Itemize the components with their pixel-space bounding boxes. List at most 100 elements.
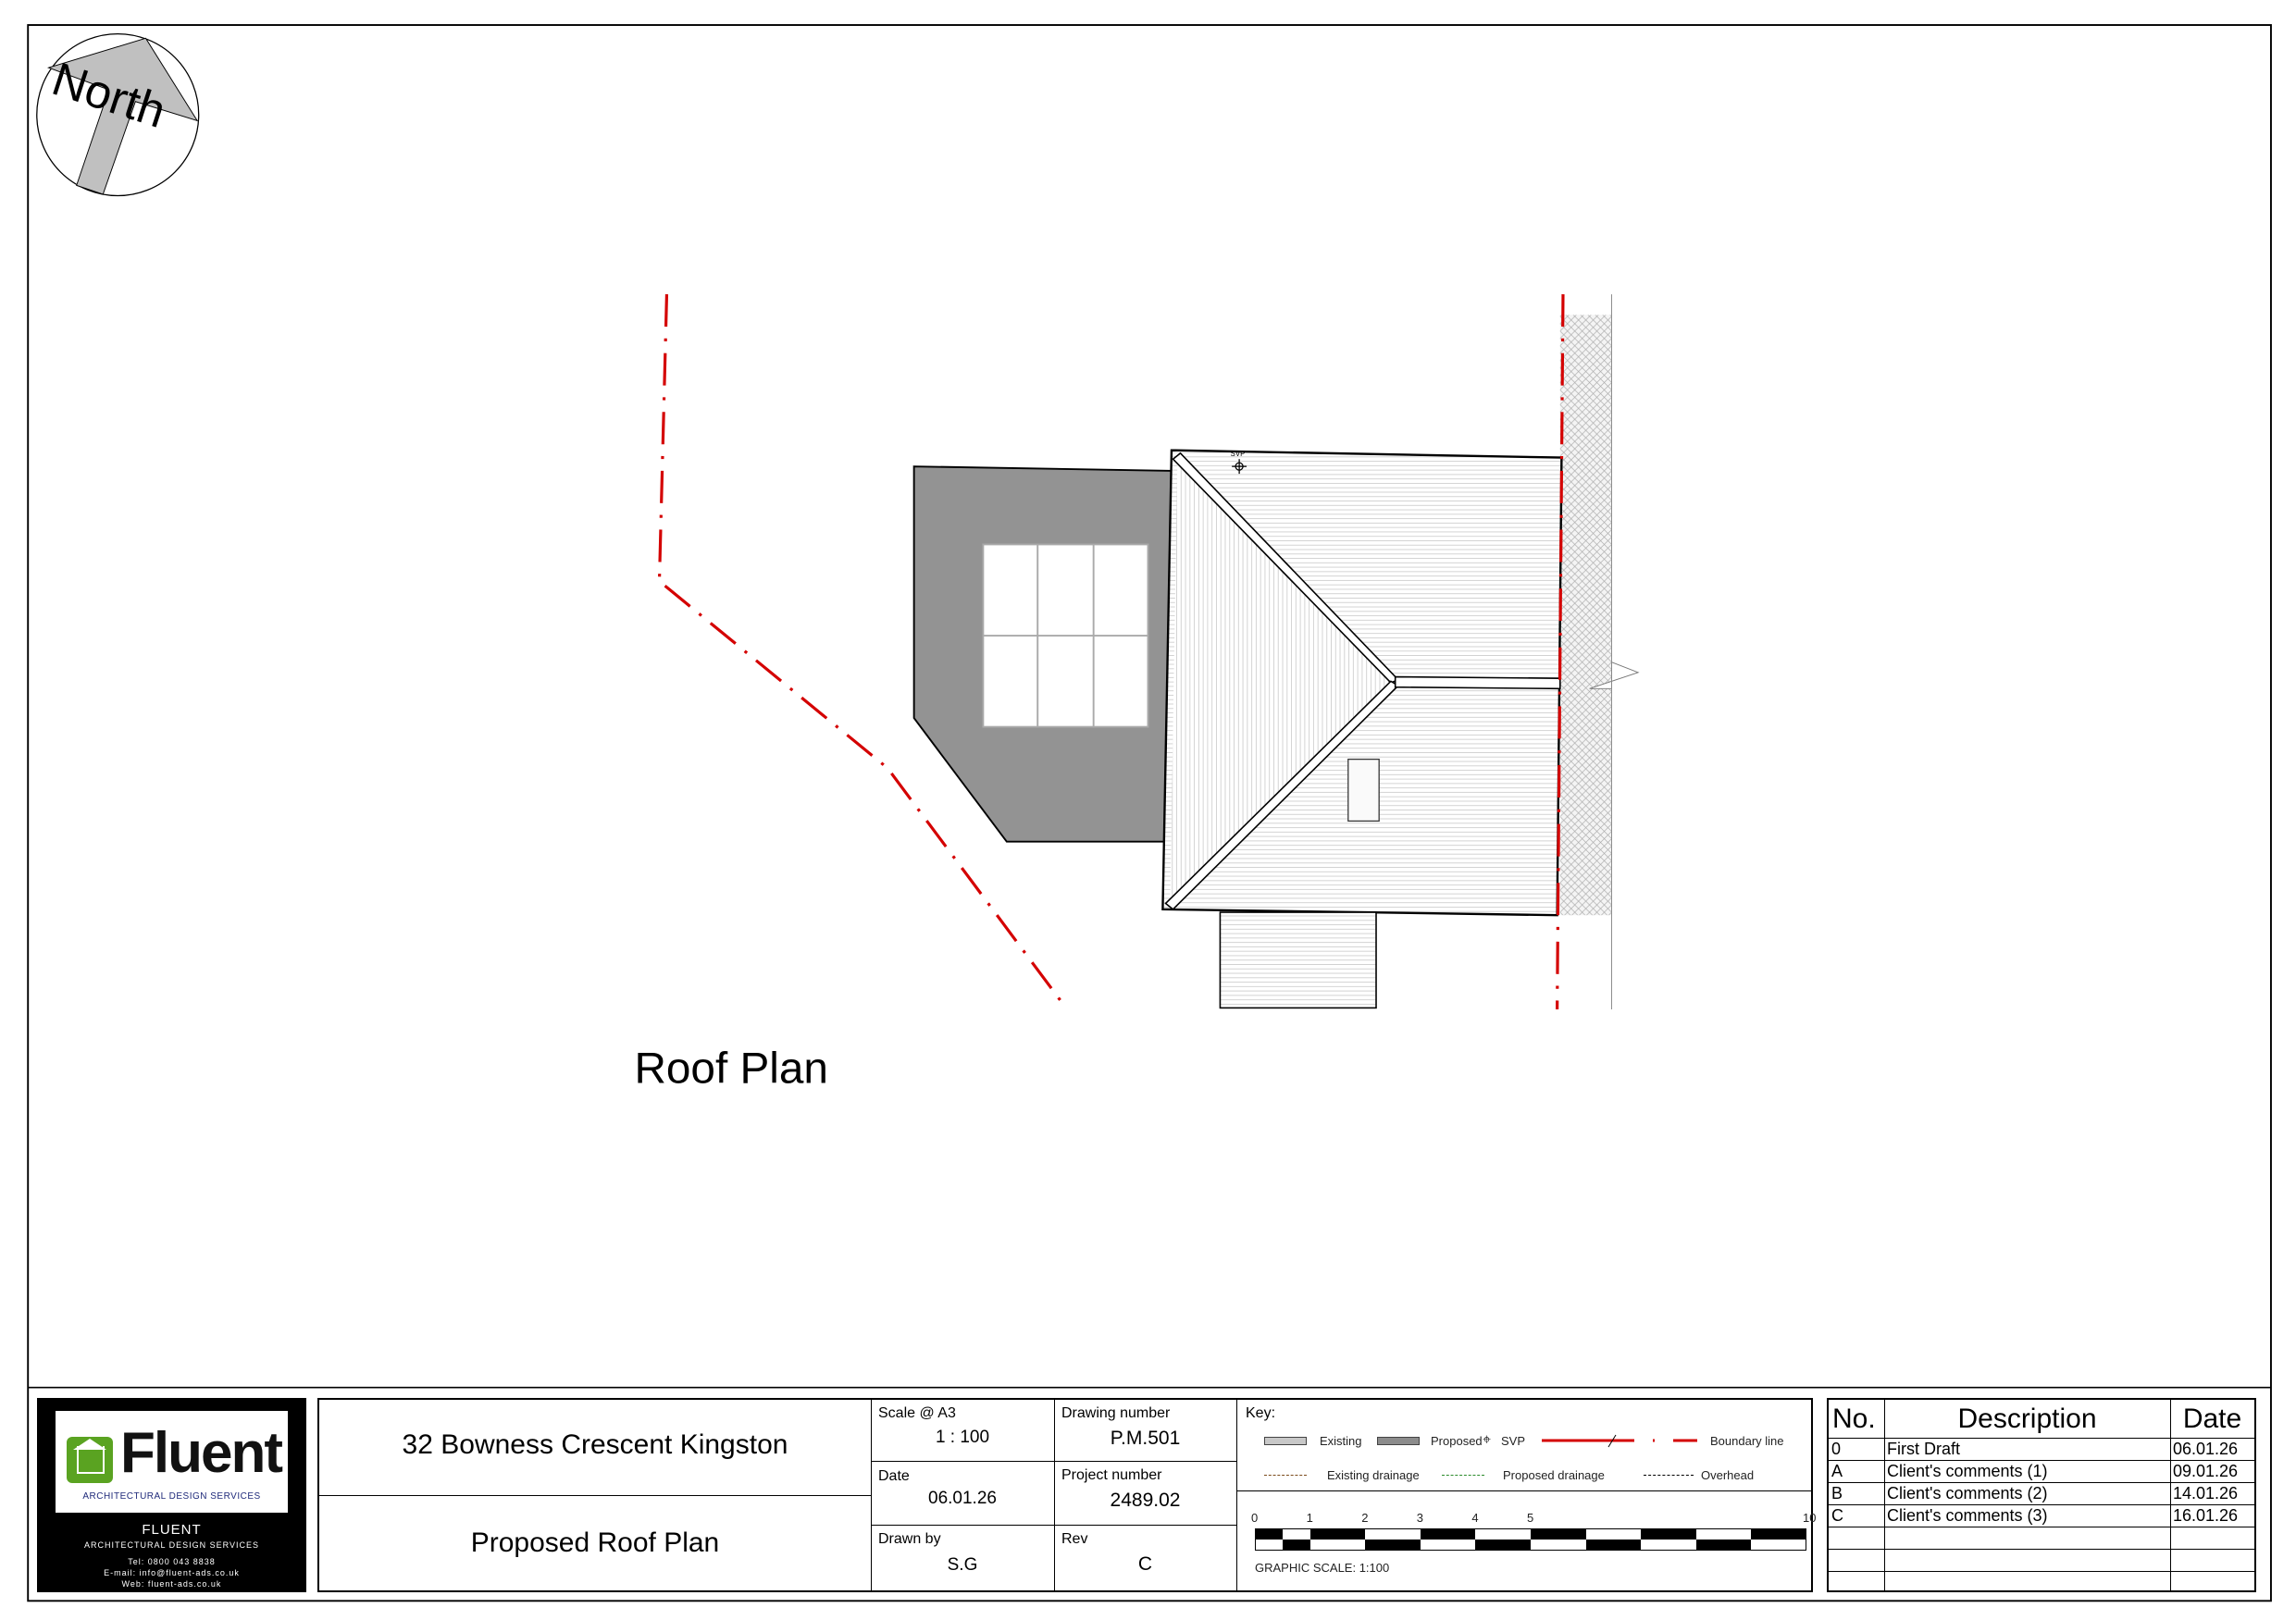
scale-bar-segment xyxy=(1309,1528,1366,1540)
revision-row: C Client's comments (3) 16.01.26 xyxy=(1829,1504,2254,1527)
scale-bar-segment xyxy=(1475,1540,1531,1551)
key-proposed: Proposed xyxy=(1431,1434,1483,1448)
drawn-by-value: S.G xyxy=(947,1555,978,1575)
scale-bar-segment xyxy=(1585,1528,1642,1540)
graphic-scale-label: GRAPHIC SCALE: 1:100 xyxy=(1255,1561,1390,1575)
logo-tagline: ARCHITECTURAL DESIGN SERVICES xyxy=(82,1491,261,1502)
boundary-line-right xyxy=(1556,294,1565,1010)
rooflight xyxy=(982,543,1149,728)
revision-description: Client's comments (1) xyxy=(1887,1462,2048,1480)
scale-bar-segment xyxy=(1531,1540,1586,1551)
existing-swatch xyxy=(1264,1437,1307,1445)
rev-header-description: Description xyxy=(1957,1404,2097,1434)
key-existing: Existing xyxy=(1320,1434,1362,1448)
scale-bar-segment xyxy=(1585,1540,1642,1551)
logo-card: Fluent ARCHITECTURAL DESIGN SERVICES xyxy=(56,1411,288,1513)
revision-row: B Client's comments (2) 14.01.26 xyxy=(1829,1482,2254,1504)
revision-date: 16.01.26 xyxy=(2173,1506,2239,1525)
revision-description: Client's comments (2) xyxy=(1887,1484,2048,1503)
scale-bar-segment xyxy=(1641,1528,1696,1540)
scale-label: Scale @ A3 xyxy=(878,1405,956,1421)
date-value: 06.01.26 xyxy=(928,1489,997,1508)
company-name: FLUENT xyxy=(142,1522,202,1538)
porch-roof xyxy=(1219,911,1377,1009)
revision-description: Client's comments (3) xyxy=(1887,1506,2048,1525)
scale-tick-label: 3 xyxy=(1416,1511,1424,1525)
scale-value: 1 : 100 xyxy=(935,1428,990,1447)
scale-bar-segment xyxy=(1282,1528,1310,1540)
chimney xyxy=(1347,758,1380,822)
scale-bar-segment xyxy=(1365,1540,1421,1551)
date-label: Date xyxy=(878,1468,910,1484)
project-number-value: 2489.02 xyxy=(1110,1490,1181,1511)
sheet-border xyxy=(27,24,2272,1602)
scale-bar-segment xyxy=(1282,1540,1310,1551)
scale-tick-label: 10 xyxy=(1803,1511,1817,1525)
existing-drainage-swatch xyxy=(1264,1475,1307,1476)
key-panel: Key: Existing Proposed ⌖ SVP Boundary li… xyxy=(1236,1400,1816,1590)
revision-row xyxy=(1829,1549,2254,1571)
key-existing-drainage: Existing drainage xyxy=(1327,1468,1420,1482)
scale-bar-segment xyxy=(1255,1528,1283,1540)
overhead-swatch xyxy=(1644,1475,1694,1476)
drawing-name: Proposed Roof Plan xyxy=(470,1527,720,1558)
svp-label: SVP xyxy=(1231,450,1246,458)
proposed-swatch xyxy=(1377,1437,1420,1445)
revision-table: No. Description Date 0 First Draft 06.01.2… xyxy=(1827,1398,2256,1592)
graphic-scale: 0 1 2 3 4 5 10 xyxy=(1236,1511,1816,1585)
company-web: Web: fluent-ads.co.uk xyxy=(121,1579,222,1589)
scale-bar-segment xyxy=(1309,1540,1366,1551)
key-proposed-drainage: Proposed drainage xyxy=(1503,1468,1605,1482)
project-address: 32 Bowness Crescent Kingston xyxy=(402,1429,788,1460)
title-block: 32 Bowness Crescent Kingston Proposed Ro… xyxy=(317,1398,1816,1592)
scale-bar-segment xyxy=(1420,1528,1476,1540)
revision-no: B xyxy=(1831,1484,1843,1503)
rev-label: Rev xyxy=(1061,1531,1088,1547)
svp-key-icon: ⌖ xyxy=(1483,1432,1492,1448)
rev-value: C xyxy=(1137,1553,1153,1575)
scale-bar-segment xyxy=(1751,1540,1806,1551)
key-overhead: Overhead xyxy=(1701,1468,1755,1482)
scale-bar-frame xyxy=(1255,1528,1806,1551)
neighbour-hatch xyxy=(1559,315,1612,916)
key-boundary: Boundary line xyxy=(1710,1434,1784,1448)
scale-tick-label: 1 xyxy=(1306,1511,1313,1525)
scale-tick-label: 4 xyxy=(1471,1511,1479,1525)
drawing-title: Roof Plan xyxy=(634,1045,828,1094)
svp-icon xyxy=(1232,459,1247,475)
revision-row xyxy=(1829,1527,2254,1549)
drawing-number-label: Drawing number xyxy=(1061,1405,1171,1421)
company-logo-panel: Fluent ARCHITECTURAL DESIGN SERVICES FLU… xyxy=(37,1398,306,1592)
rev-header-no: No. xyxy=(1832,1404,1876,1434)
scale-bar-segment xyxy=(1695,1540,1752,1551)
boundary-line-left xyxy=(657,294,1069,1010)
key-title: Key: xyxy=(1246,1405,1276,1421)
house-logo-icon xyxy=(67,1437,113,1483)
rev-header-date: Date xyxy=(2182,1404,2242,1434)
scale-bar-segment xyxy=(1255,1540,1283,1551)
revision-no: A xyxy=(1831,1462,1843,1480)
company-email: E-mail: info@fluent-ads.co.uk xyxy=(104,1568,240,1577)
revision-description: First Draft xyxy=(1887,1440,1960,1458)
key-svp: SVP xyxy=(1501,1434,1526,1448)
proposed-drainage-swatch xyxy=(1442,1475,1484,1476)
north-arrow-icon: North xyxy=(36,32,200,197)
revision-row: 0 First Draft 06.01.26 xyxy=(1829,1438,2254,1460)
revision-date: 14.01.26 xyxy=(2173,1484,2239,1503)
hip-end xyxy=(1170,459,1393,906)
revision-no: C xyxy=(1831,1506,1843,1525)
scale-tick-label: 5 xyxy=(1527,1511,1534,1525)
drawing-number-value: P.M.501 xyxy=(1110,1428,1181,1449)
revision-row xyxy=(1829,1571,2254,1593)
scale-bar-segment xyxy=(1531,1528,1586,1540)
revision-date: 06.01.26 xyxy=(2173,1440,2239,1458)
drawn-by-label: Drawn by xyxy=(878,1531,941,1547)
boundary-line-swatch xyxy=(1542,1434,1697,1448)
scale-tick-label: 2 xyxy=(1361,1511,1369,1525)
revision-no: 0 xyxy=(1831,1440,1842,1458)
company-sub: ARCHITECTURAL DESIGN SERVICES xyxy=(83,1540,260,1550)
scale-bar-segment xyxy=(1641,1540,1696,1551)
logo-brand: Fluent xyxy=(120,1421,283,1485)
scale-tick-label: 0 xyxy=(1251,1511,1259,1525)
